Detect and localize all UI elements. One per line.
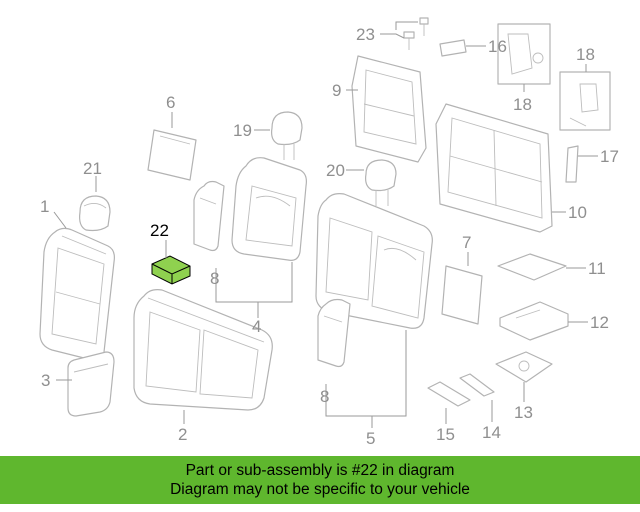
- callout-15: 15: [436, 425, 455, 444]
- callout-22-highlighted: 22: [150, 221, 169, 240]
- callout-21: 21: [83, 159, 102, 178]
- leader-lines: [53, 21, 598, 428]
- part-11-floor-plate: [497, 253, 567, 281]
- part-3-armrest-pad: [67, 351, 115, 417]
- part-2-seat-cushion: [133, 289, 273, 411]
- callout-14: 14: [482, 423, 501, 442]
- callout-18-lower: 18: [576, 45, 595, 64]
- callout-13: 13: [514, 403, 533, 422]
- callout-9: 9: [332, 81, 341, 100]
- callout-12: 12: [590, 313, 609, 332]
- part-8-back-cover-lower: [317, 298, 351, 368]
- part-5-bench-seat-back: [315, 193, 433, 329]
- part-22-highlighted: [151, 255, 191, 285]
- callout-10: 10: [568, 203, 587, 222]
- part-20-headrest: [365, 159, 397, 206]
- banner-line-2: Diagram may not be specific to your vehi…: [170, 481, 470, 498]
- callout-6: 6: [166, 93, 175, 112]
- part-10-seat-frame: [435, 103, 553, 233]
- callout-8-upper: 8: [210, 269, 219, 288]
- part-12-bracket-plate: [499, 301, 569, 341]
- callout-23: 23: [356, 25, 375, 44]
- part-16-bracket: [439, 39, 467, 57]
- banner-line-1: Part or sub-assembly is #22 in diagram: [185, 462, 455, 479]
- part-1-seat-back: [39, 227, 115, 361]
- part-19-headrest: [271, 111, 303, 160]
- callout-1: 1: [40, 197, 49, 216]
- callout-16: 16: [488, 37, 507, 56]
- callout-2: 2: [178, 425, 187, 444]
- part-4-seat-back: [231, 157, 307, 261]
- callout-19: 19: [233, 121, 252, 140]
- part-18-latch-box-lower: [559, 71, 611, 131]
- callout-17: 17: [600, 147, 619, 166]
- part-9-seat-frame: [351, 55, 427, 163]
- callout-11: 11: [588, 259, 606, 278]
- part-15-clip: [427, 381, 471, 407]
- callout-20: 20: [326, 161, 345, 180]
- part-17-bracket: [565, 145, 579, 183]
- seat-parts-diagram: 1 21 3 2 6 19 8 4 20 8 5 7 9 10 23 16 18…: [39, 17, 619, 448]
- part-7-panel: [441, 265, 483, 325]
- callout-7: 7: [462, 233, 471, 252]
- part-18-latch-box: [497, 23, 551, 85]
- info-banner: Part or sub-assembly is #22 in diagram D…: [0, 456, 640, 504]
- part-6-back-panel: [147, 129, 197, 181]
- callout-5: 5: [366, 429, 375, 448]
- part-13-plate: [495, 351, 553, 383]
- callout-4: 4: [252, 317, 261, 336]
- part-8-back-cover-upper: [193, 180, 225, 252]
- callout-8-lower: 8: [320, 387, 329, 406]
- part-21-headrest: [79, 195, 111, 232]
- part-14-clip: [459, 373, 495, 397]
- callout-3: 3: [41, 371, 50, 390]
- part-23-bolt: [403, 17, 429, 50]
- callout-18-upper: 18: [513, 95, 532, 114]
